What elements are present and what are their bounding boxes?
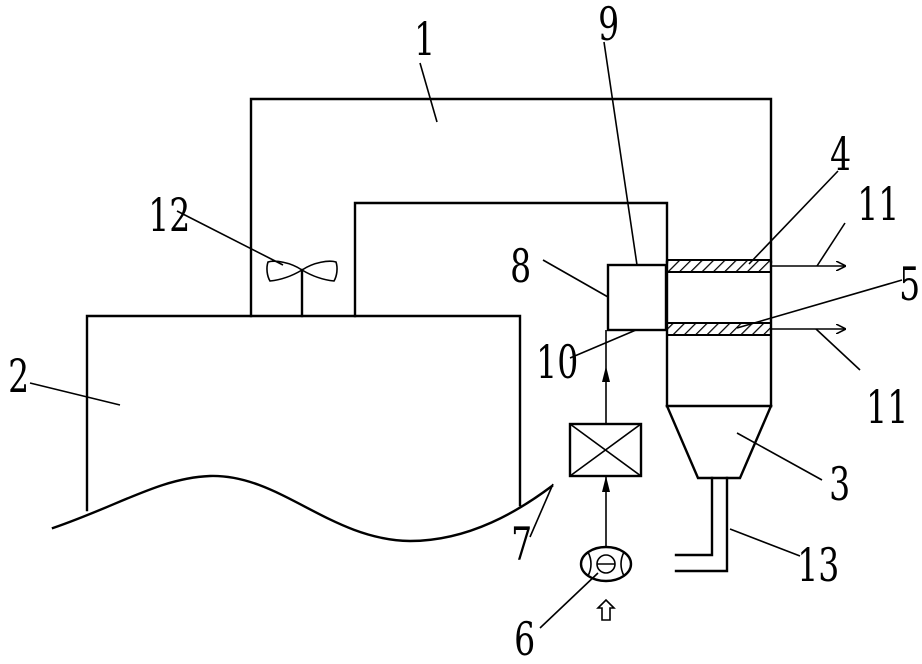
- drain-pipe: [674, 476, 729, 573]
- outer-duct: [249, 97, 773, 318]
- hatched-plate-upper: [666, 259, 772, 273]
- label-2: 2: [8, 351, 29, 404]
- liquid-surface: [51, 474, 554, 543]
- feed-line: [602, 330, 610, 548]
- label-11-top: 11: [857, 179, 899, 232]
- inner-duct: [353, 201, 669, 318]
- label-9: 9: [598, 0, 619, 51]
- label-13: 13: [797, 540, 839, 593]
- label-11-bottom: 11: [866, 382, 908, 435]
- label-1: 1: [414, 14, 435, 67]
- pump-icon: [579, 545, 633, 583]
- hatched-plate-lower: [666, 322, 772, 336]
- separator-column: [665, 260, 773, 480]
- tank: [85, 314, 522, 512]
- inlet-arrow: [596, 598, 616, 621]
- filter-box-icon: [568, 422, 643, 478]
- label-7: 7: [511, 519, 532, 572]
- fan-icon: [266, 260, 338, 318]
- label-12: 12: [148, 190, 190, 243]
- label-4: 4: [830, 129, 851, 182]
- mixing-box: [606, 263, 668, 332]
- leader-lines: [29, 41, 903, 629]
- label-8: 8: [510, 241, 531, 294]
- label-10: 10: [536, 337, 578, 390]
- label-5: 5: [899, 259, 920, 312]
- label-6: 6: [514, 614, 535, 664]
- label-3: 3: [829, 459, 850, 512]
